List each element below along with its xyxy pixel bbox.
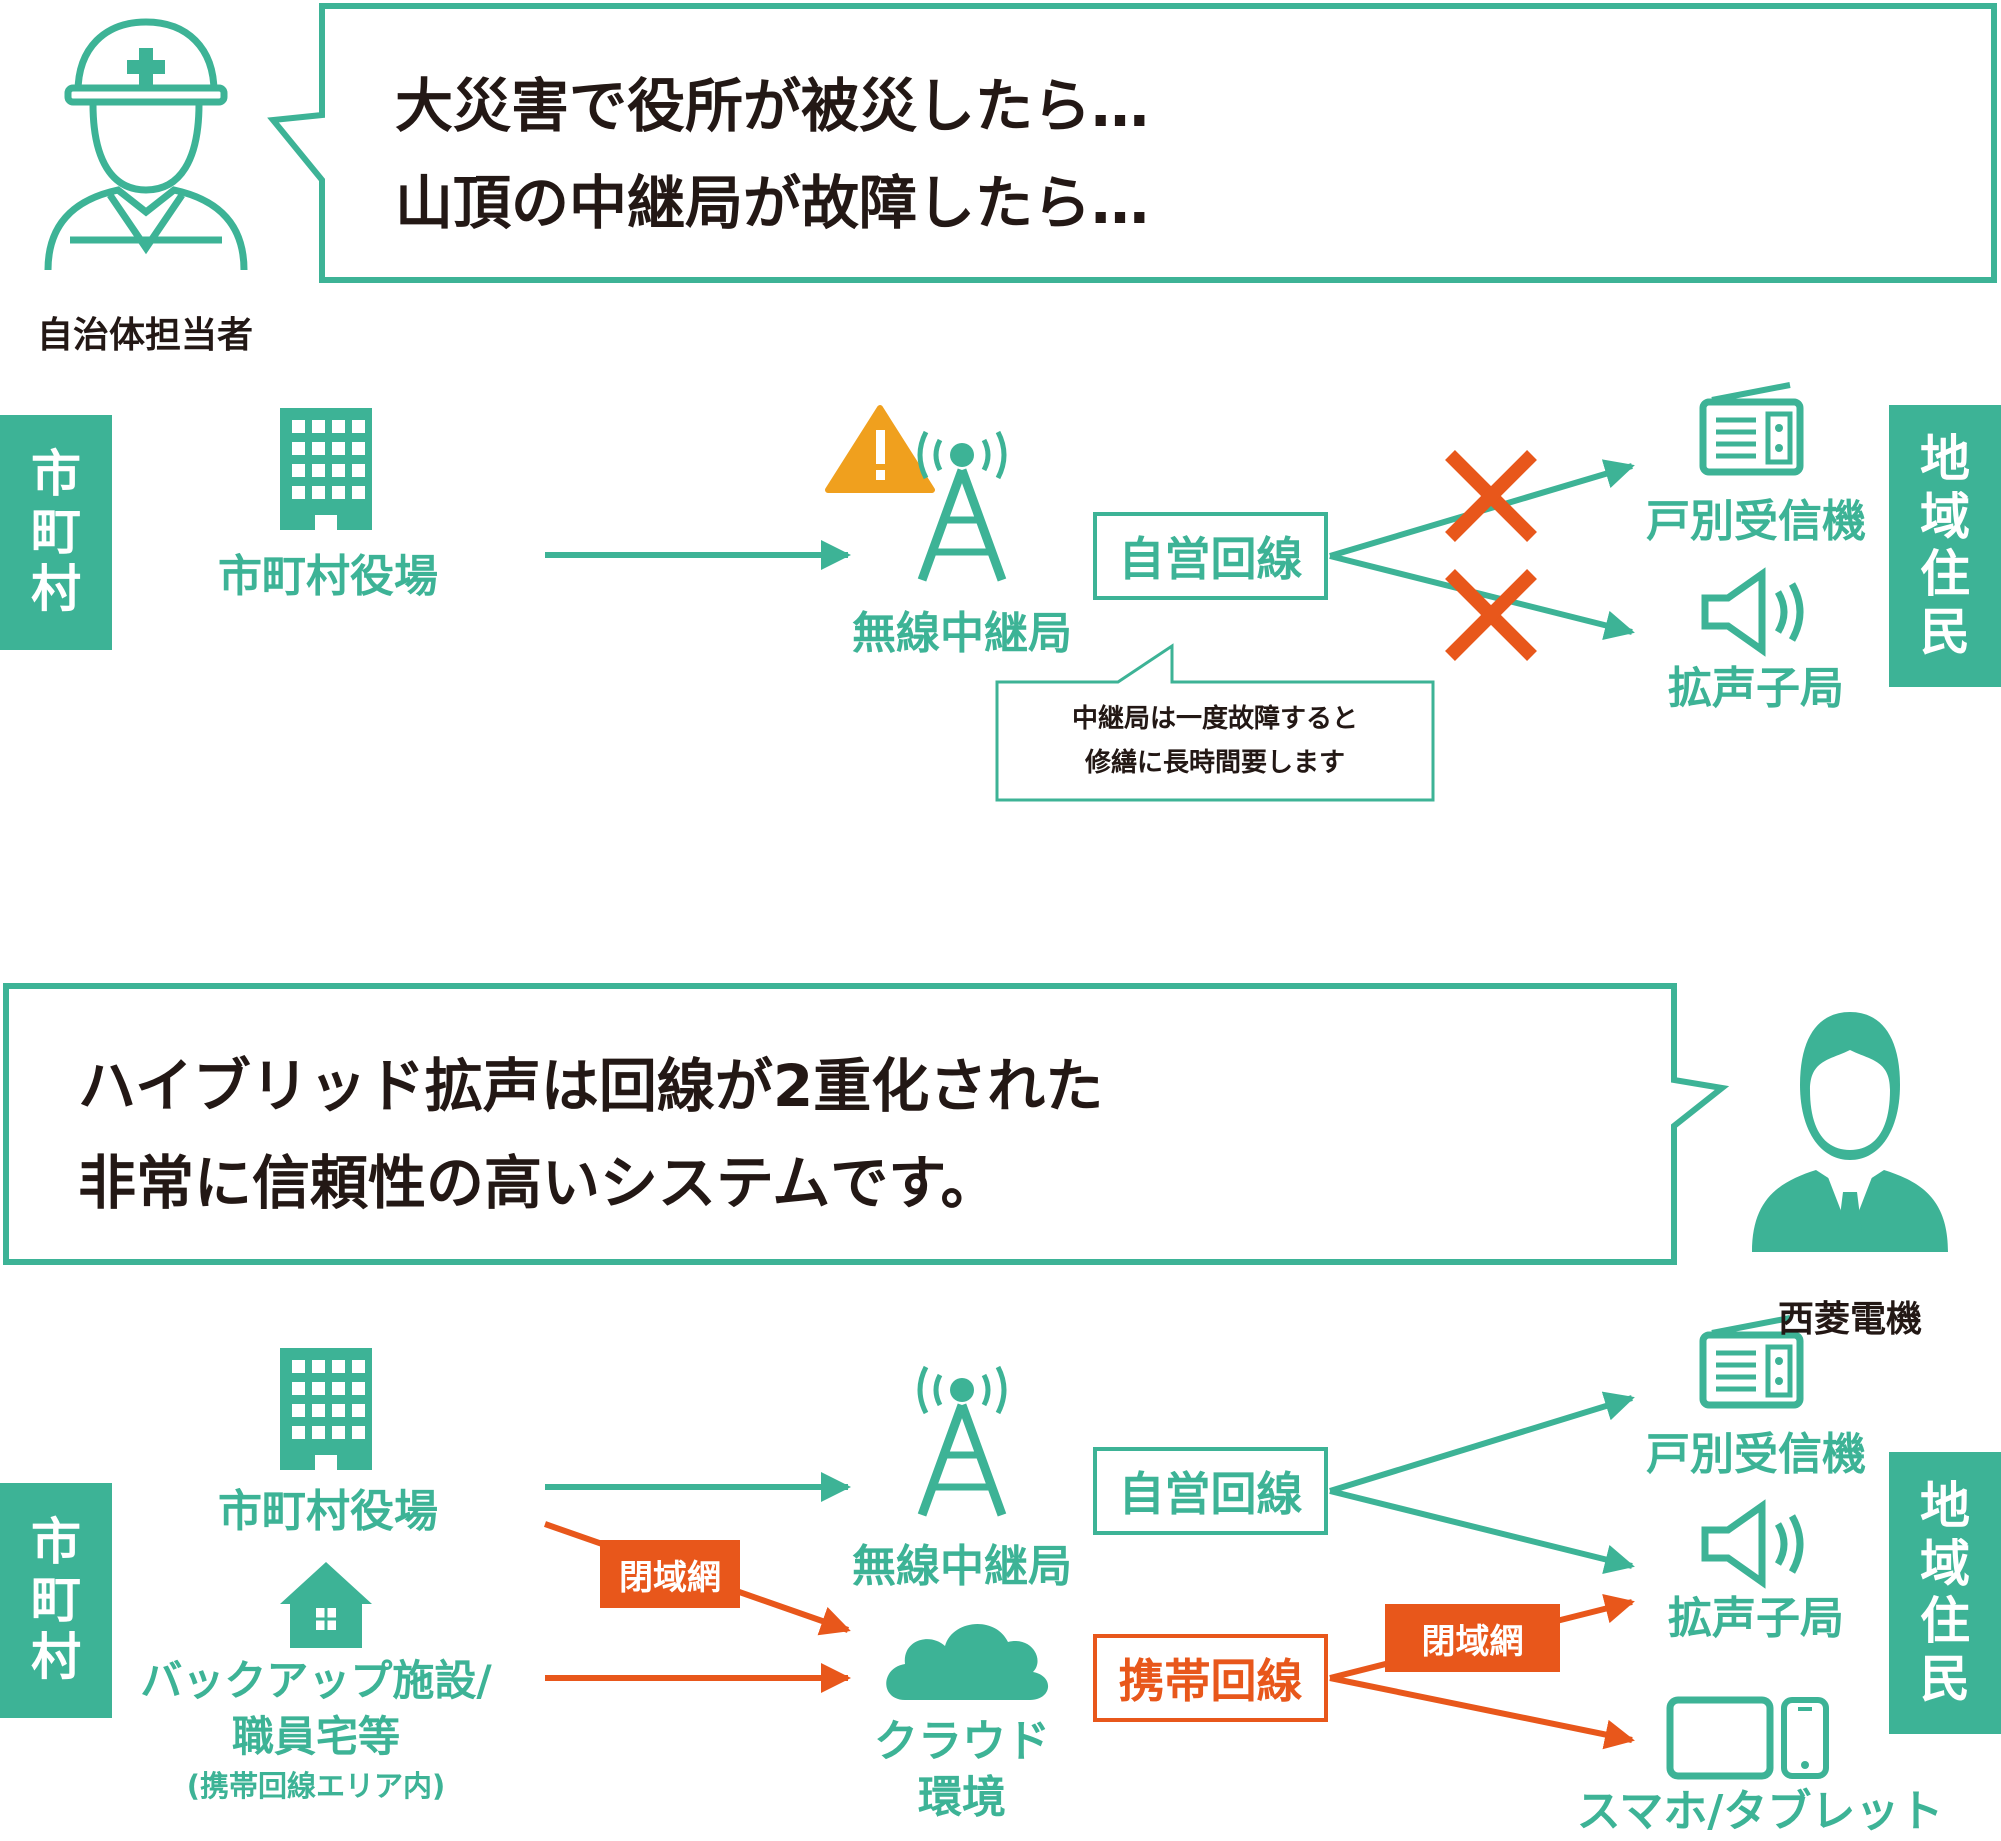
bottom-speech-bubble bbox=[3, 983, 1730, 1265]
bottom-own-line-label: 自営回線 bbox=[1118, 1467, 1303, 1521]
top-line-to-speaker bbox=[1329, 553, 1635, 640]
top-own-line-box: 自営回線 bbox=[1093, 512, 1328, 600]
bottom-right-bar-char: 地 bbox=[1920, 1477, 1970, 1535]
top-left-bar-char: 市 bbox=[31, 445, 81, 504]
backup-line2: 職員宅等 bbox=[231, 1712, 401, 1761]
bottom-right-bar-char: 域 bbox=[1920, 1534, 1970, 1593]
backup-line1: バックアップ施設/ bbox=[140, 1656, 492, 1705]
bottom-speech-line2: 非常に信頼性の高いシステムです。 bbox=[78, 1149, 999, 1218]
loudspeaker-icon bbox=[1701, 567, 1804, 657]
closed-network-label: 閉域網 bbox=[619, 1557, 721, 1598]
note-bubble bbox=[995, 643, 1435, 802]
bottom-own-line-box: 自営回線 bbox=[1093, 1447, 1328, 1535]
businessman-icon bbox=[1752, 1012, 1948, 1252]
note-line2: 修繕に長時間要します bbox=[1084, 748, 1346, 778]
cloud-line1: クラウド bbox=[874, 1716, 1050, 1767]
cloud-line2: 環境 bbox=[918, 1772, 1006, 1823]
bottom-speaker-unit-label: 拡声子局 bbox=[1668, 1593, 1844, 1644]
bottom-speech-text: ハイブリッド拡声は回線が2重化された 非常に信頼性の高いシステムです。 bbox=[78, 1038, 1103, 1233]
radio-icon bbox=[1699, 382, 1804, 476]
bottom-mobile-to-devices bbox=[1329, 1675, 1635, 1750]
closed-network-tag-left: 閉域網 bbox=[600, 1540, 740, 1608]
bottom-speaker-label: 西菱電機 bbox=[1777, 1299, 1923, 1340]
failure-x-icon bbox=[1445, 450, 1537, 542]
bottom-left-bar-char: 村 bbox=[31, 1628, 81, 1687]
note-line1: 中継局は一度故障すると bbox=[1071, 704, 1359, 734]
worker-icon bbox=[44, 18, 248, 271]
cloud-icon bbox=[886, 1623, 1049, 1700]
bottom-receiver-label: 戸別受信機 bbox=[1646, 1429, 1866, 1480]
top-speaker-label: 自治体担当者 bbox=[36, 315, 254, 356]
backup-line3: (携帯回線エリア内) bbox=[186, 1769, 446, 1803]
bottom-right-bar-char: 民 bbox=[1920, 1649, 1970, 1708]
top-right-bar-char: 住 bbox=[1920, 545, 1970, 603]
bottom-line-to-receiver bbox=[1329, 1391, 1635, 1494]
mobile-line-label: 携帯回線 bbox=[1118, 1654, 1303, 1708]
top-left-bar: 市 町 村 bbox=[0, 415, 112, 650]
bottom-line-to-speaker bbox=[1329, 1488, 1635, 1575]
bottom-left-bar: 市 町 村 bbox=[0, 1483, 112, 1718]
closed-network-label: 閉域網 bbox=[1421, 1621, 1524, 1662]
bottom-left-bar-char: 市 bbox=[31, 1513, 81, 1572]
hardhat-cross-icon bbox=[127, 48, 165, 86]
top-right-bar-char: 域 bbox=[1920, 487, 1970, 546]
top-receiver-label: 戸別受信機 bbox=[1646, 496, 1866, 547]
top-right-bar: 地 域 住 民 bbox=[1889, 405, 2001, 687]
top-right-bar-char: 地 bbox=[1920, 430, 1970, 488]
top-speech-line2: 山頂の中継局が故障したら… bbox=[395, 169, 1150, 238]
tablet-icon bbox=[1666, 1696, 1774, 1780]
smartphone-tablet-label: スマホ/タブレット bbox=[1576, 1786, 1944, 1837]
closed-network-tag-right: 閉域網 bbox=[1385, 1604, 1560, 1672]
loudspeaker-icon bbox=[1701, 1499, 1804, 1589]
house-icon bbox=[280, 1562, 372, 1648]
top-city-hall-label: 市町村役場 bbox=[218, 551, 438, 602]
top-right-bar-char: 民 bbox=[1920, 602, 1970, 661]
top-left-bar-char: 町 bbox=[31, 502, 81, 561]
relay-tower-icon bbox=[917, 430, 1007, 582]
failure-x-icon bbox=[1445, 569, 1537, 661]
mobile-line-box: 携帯回線 bbox=[1093, 1634, 1328, 1722]
bottom-right-bar-char: 住 bbox=[1920, 1592, 1970, 1650]
city-hall-building-icon bbox=[280, 408, 372, 530]
top-own-line-label: 自営回線 bbox=[1118, 532, 1303, 586]
bottom-right-bar: 地 域 住 民 bbox=[1889, 1452, 2001, 1734]
bottom-city-hall-label: 市町村役場 bbox=[218, 1486, 438, 1537]
bottom-speech-line1: ハイブリッド拡声は回線が2重化された bbox=[78, 1052, 1104, 1120]
city-hall-building-icon bbox=[280, 1348, 372, 1470]
top-speaker-unit-label: 拡声子局 bbox=[1668, 663, 1844, 714]
warning-icon bbox=[825, 405, 935, 493]
top-relay-label: 無線中継局 bbox=[852, 608, 1072, 659]
radio-icon bbox=[1699, 1315, 1804, 1409]
relay-tower-icon bbox=[917, 1365, 1007, 1517]
top-left-bar-char: 村 bbox=[31, 560, 81, 619]
top-speech-bubble bbox=[267, 3, 1997, 283]
bottom-left-bar-char: 町 bbox=[31, 1570, 81, 1629]
top-speech-text: 大災害で役所が被災したら… 山頂の中継局が故障したら… bbox=[395, 58, 1149, 253]
smartphone-icon bbox=[1781, 1697, 1829, 1779]
top-speech-line1: 大災害で役所が被災したら… bbox=[395, 72, 1150, 140]
bottom-relay-label: 無線中継局 bbox=[852, 1541, 1072, 1592]
